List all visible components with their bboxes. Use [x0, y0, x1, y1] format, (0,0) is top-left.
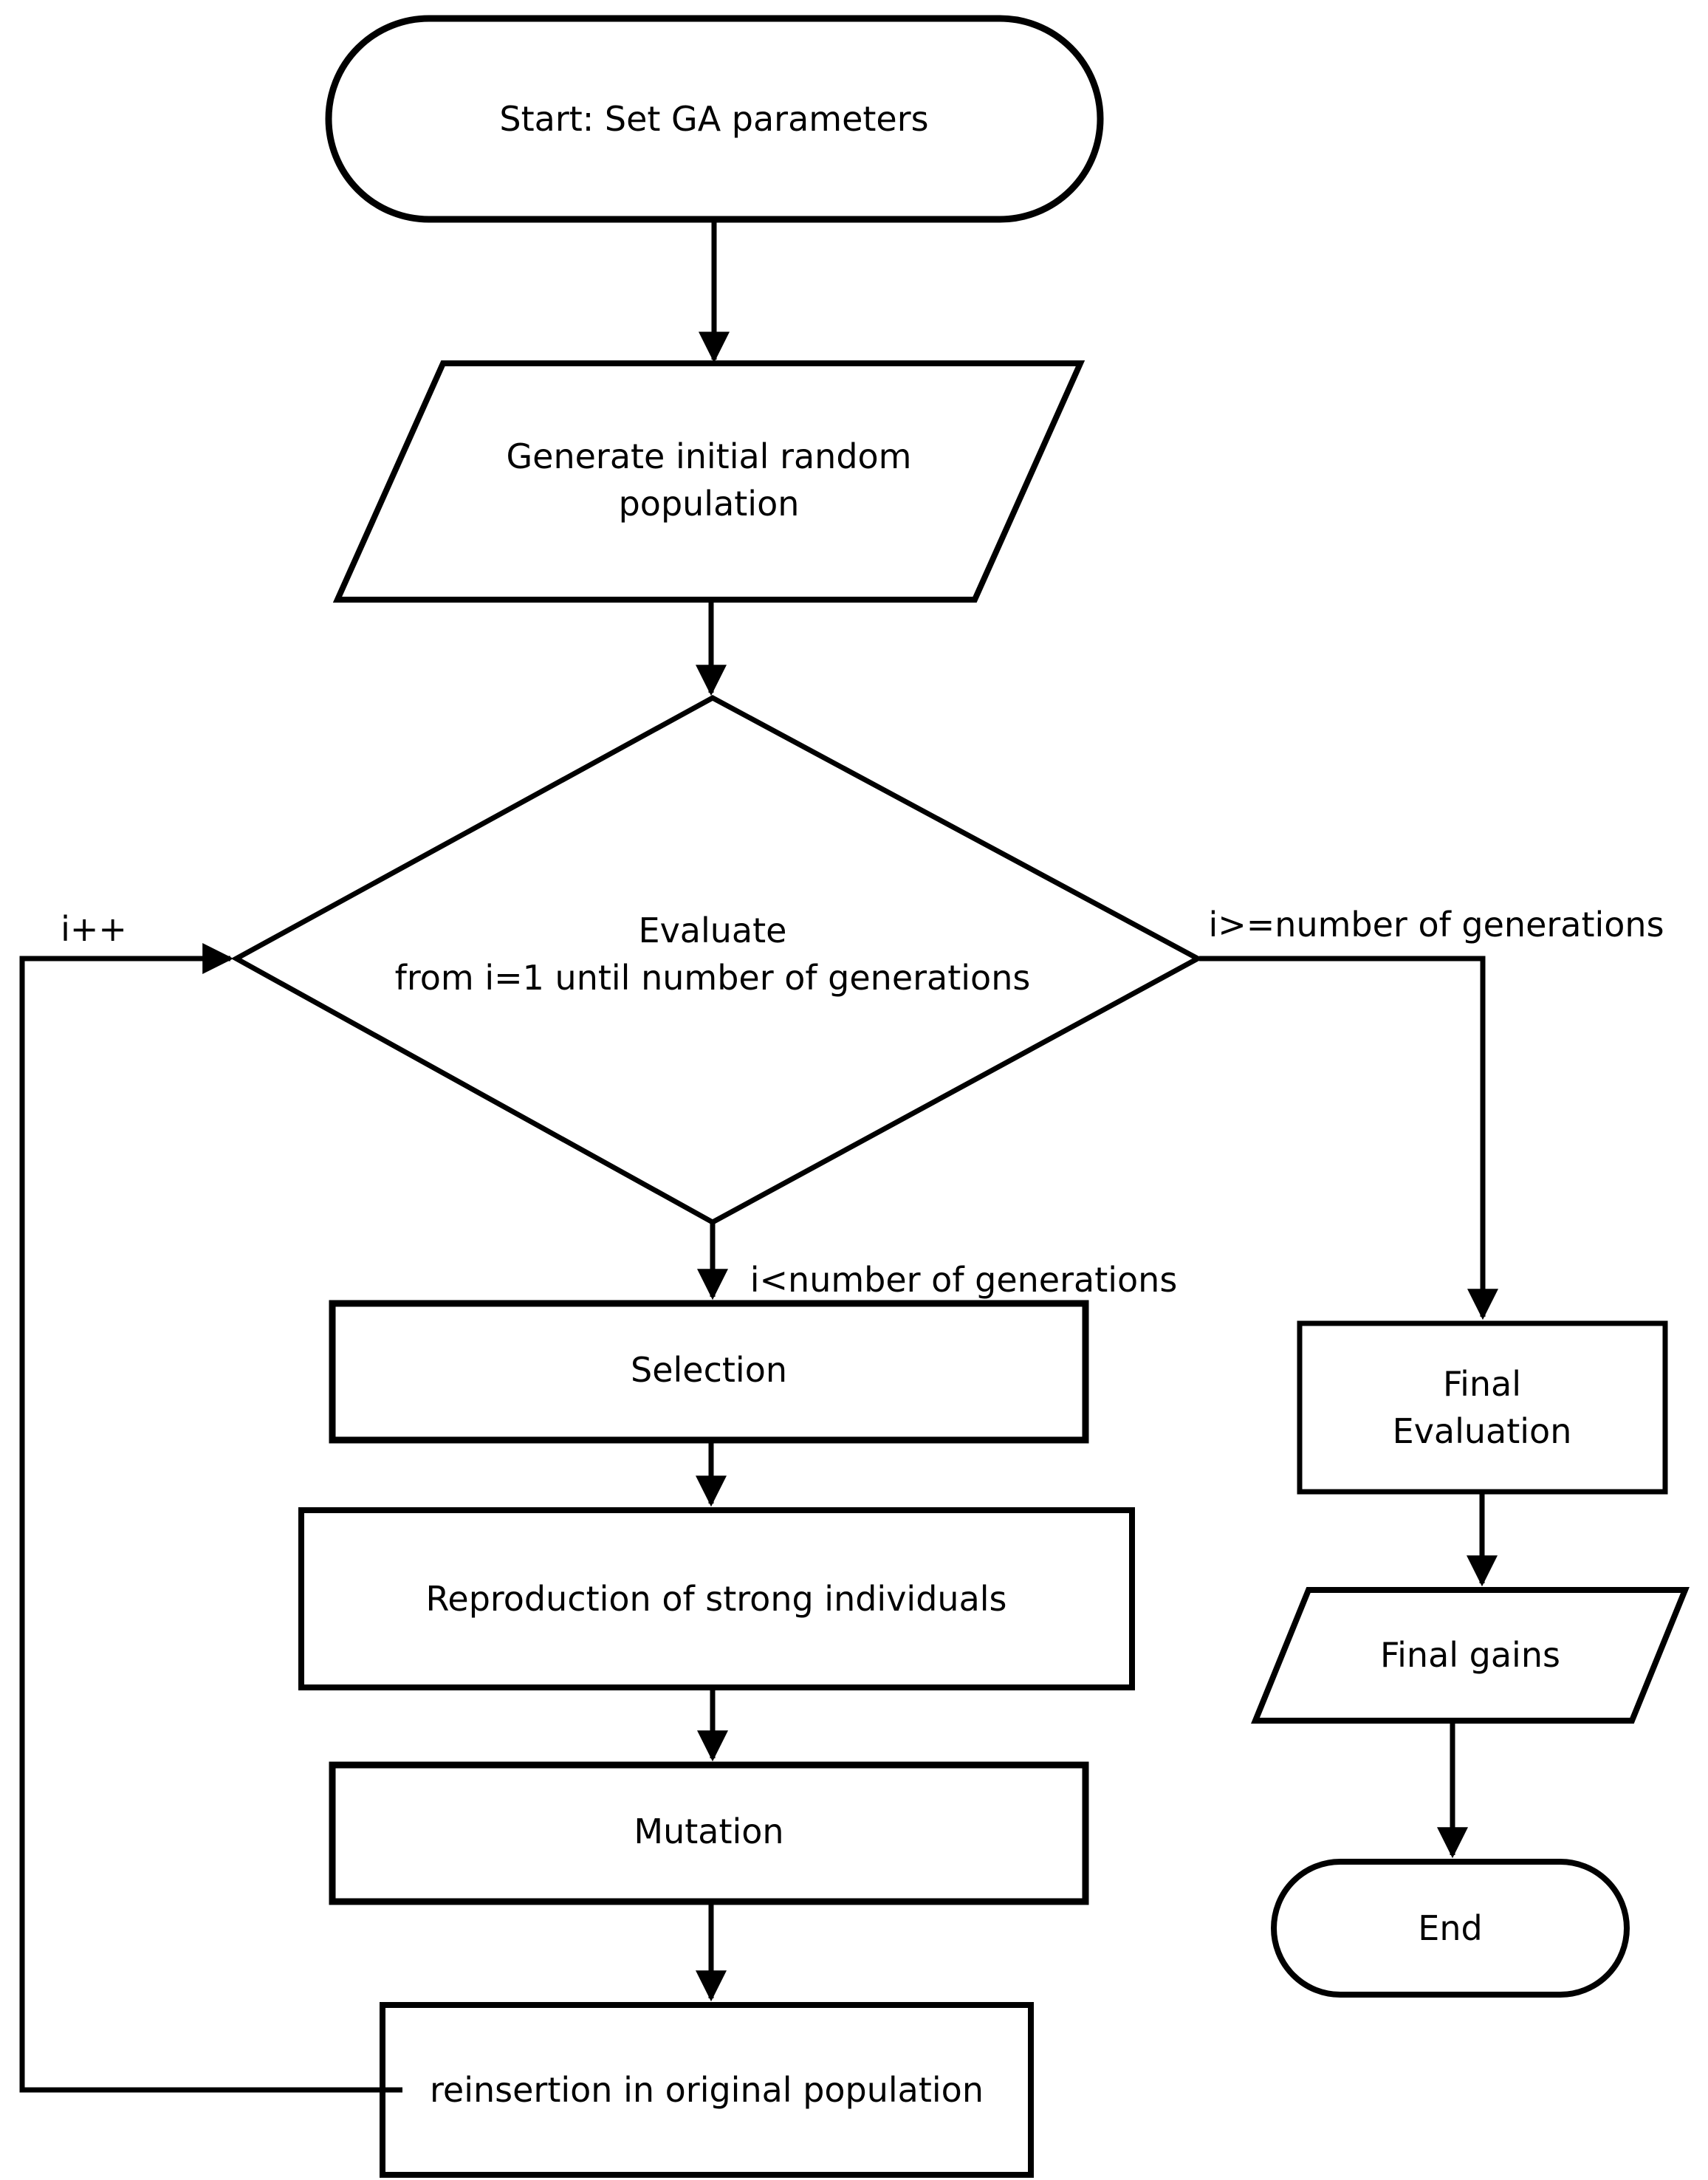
continue-loop-edge-label: i<number of generations — [750, 1260, 1178, 1300]
final-evaluation-label: Final Evaluation — [1392, 1364, 1572, 1451]
selection-process-shape — [329, 1300, 1089, 1444]
end-terminator-shape — [1271, 1859, 1630, 1998]
evaluate-decision-diamond-shape — [230, 695, 1204, 1225]
mutation-label: Mutation — [634, 1811, 784, 1851]
generate-population-label: Generate initial random population — [506, 436, 912, 524]
reinsertion-process-shape — [380, 2002, 1034, 2178]
reproduction-process-shape — [298, 1507, 1135, 1690]
reproduction-label: Reproduction of strong individuals — [425, 1579, 1007, 1619]
start-terminator-shape — [325, 15, 1104, 223]
generate-population-parallelogram-shape — [332, 360, 1085, 603]
selection-label: Selection — [631, 1350, 787, 1390]
start-label: Start: Set GA parameters — [499, 99, 929, 139]
final-gains-label: Final gains — [1380, 1635, 1560, 1675]
mutation-process-shape — [329, 1761, 1089, 1905]
end-label: End — [1418, 1908, 1483, 1948]
increment-edge-label: i++ — [61, 909, 127, 949]
final-evaluation-process-shape — [1297, 1320, 1668, 1495]
exit-loop-edge-label: i>=number of generations — [1208, 905, 1664, 945]
final-gains-parallelogram-shape — [1251, 1587, 1690, 1724]
evaluate-decision-label: Evaluate from i=1 until number of genera… — [394, 911, 1031, 998]
reinsertion-label: reinsertion in original population — [430, 2070, 984, 2110]
edge-reinsertion-evaluate-loop — [19, 943, 402, 2093]
edge-evaluate-final-evaluation — [1199, 956, 1498, 1320]
